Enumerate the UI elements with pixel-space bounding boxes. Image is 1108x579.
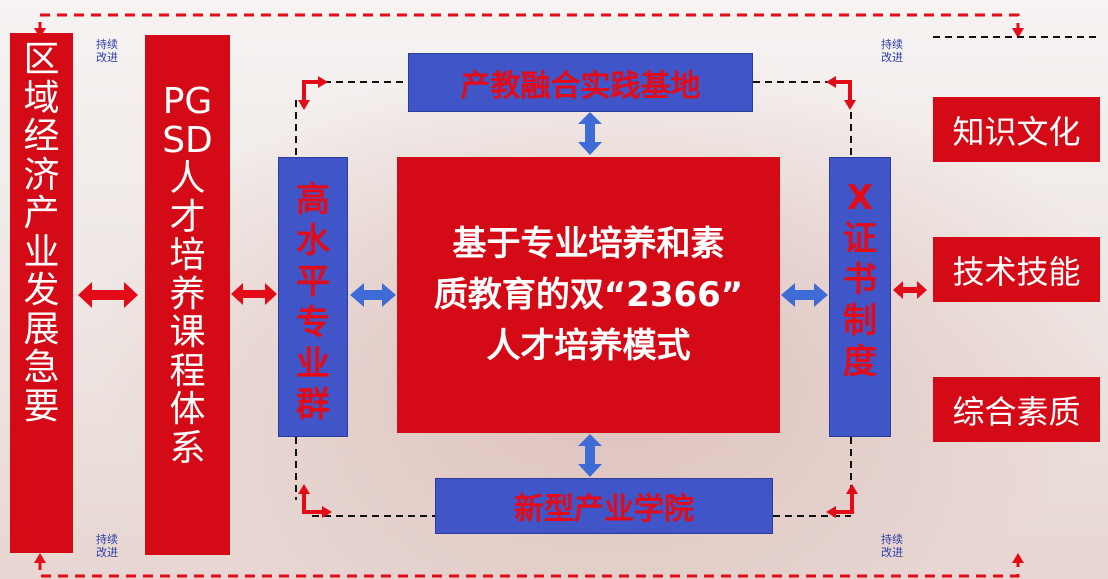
double-arrow-icon <box>578 112 602 155</box>
note-line: 改进 <box>96 546 118 559</box>
high-level-major-group-column: 高水平专业群 <box>278 157 348 437</box>
note-line: 改进 <box>96 51 118 64</box>
note-line: 持续 <box>881 38 903 51</box>
curriculum-char: 课 <box>169 312 206 353</box>
center-line-3: 人才培养模式 <box>486 325 691 366</box>
double-arrow-icon <box>78 282 138 308</box>
major-group-char: 高 <box>296 180 330 220</box>
double-arrow-icon <box>578 434 602 477</box>
major-group-char: 业 <box>296 344 330 384</box>
arrow-up-icon <box>34 553 46 563</box>
regional-economy-char: 域 <box>23 77 60 119</box>
regional-economy-column: 区域经济产业发展急要 <box>10 33 73 553</box>
continuous-improvement-note-top-right: 持续 改进 <box>881 38 903 64</box>
new-industry-college-box: 新型产业学院 <box>435 478 773 534</box>
curriculum-char: 才 <box>169 196 206 238</box>
curriculum-char: 人 <box>169 158 206 199</box>
center-line-1: 基于专业培养和素 <box>452 223 725 264</box>
outcome-technical-skills: 技术技能 <box>933 237 1100 302</box>
regional-economy-char: 展 <box>23 308 60 350</box>
note-line: 持续 <box>96 533 118 546</box>
note-line: 改进 <box>881 546 903 559</box>
industry-education-base-label: 产教融合实践基地 <box>460 68 701 104</box>
regional-economy-char: 急 <box>23 347 60 388</box>
arrow-down-icon <box>1012 28 1024 38</box>
outcome-label: 技术技能 <box>952 252 1081 291</box>
continuous-improvement-note-top-left: 持续 改进 <box>96 38 118 64</box>
outcome-comprehensive-quality: 综合素质 <box>933 377 1100 442</box>
industry-education-base-box: 产教融合实践基地 <box>408 53 753 112</box>
new-industry-college-label: 新型产业学院 <box>514 492 694 527</box>
x-certificate-char: 证 <box>843 219 877 259</box>
outcome-knowledge-culture: 知识文化 <box>933 97 1100 162</box>
outcome-label: 综合素质 <box>952 392 1081 431</box>
regional-economy-char: 产 <box>23 193 60 234</box>
regional-economy-char: 发 <box>23 270 60 311</box>
major-group-char: 平 <box>296 262 330 302</box>
regional-economy-char: 区 <box>23 39 60 80</box>
center-line-2: 质教育的双“2366” <box>433 274 744 315</box>
regional-economy-char: 济 <box>23 154 60 196</box>
note-line: 改进 <box>881 51 903 64</box>
major-group-char: 群 <box>296 385 330 425</box>
double-arrow-icon <box>893 281 927 299</box>
improvement-loop-bottom <box>34 553 1024 578</box>
x-certificate-char: 度 <box>843 342 877 382</box>
arrow-up-icon <box>1012 553 1024 563</box>
continuous-improvement-note-bottom-left: 持续 改进 <box>96 533 118 559</box>
talent-training-model-box: 基于专业培养和素 质教育的双“2366” 人才培养模式 <box>397 157 780 433</box>
note-line: 持续 <box>96 38 118 51</box>
major-group-char: 水 <box>296 221 330 261</box>
double-arrow-icon <box>350 283 396 307</box>
curriculum-char: 养 <box>169 273 206 315</box>
x-certificate-char: X <box>846 178 874 218</box>
curriculum-char: SD <box>162 119 213 161</box>
curriculum-char: 程 <box>169 350 206 392</box>
outcome-label: 知识文化 <box>952 112 1081 151</box>
improvement-loop-top <box>34 13 1024 38</box>
curriculum-char: 培 <box>169 235 206 276</box>
regional-economy-char: 经 <box>23 116 60 157</box>
x-certificate-char: 制 <box>843 301 877 341</box>
curriculum-char: PG <box>162 81 213 122</box>
regional-economy-char: 业 <box>23 231 60 273</box>
x-certificate-char: 书 <box>843 260 877 300</box>
curriculum-char: 系 <box>169 427 206 469</box>
note-line: 持续 <box>881 533 903 546</box>
major-group-char: 专 <box>296 303 330 343</box>
continuous-improvement-note-bottom-right: 持续 改进 <box>881 533 903 559</box>
double-arrow-icon <box>231 283 277 305</box>
regional-economy-char: 要 <box>23 385 60 427</box>
arrow-down-icon <box>34 28 46 38</box>
corner-arrows <box>298 76 858 518</box>
double-arrow-icon <box>781 283 828 307</box>
curriculum-char: 体 <box>169 389 206 430</box>
